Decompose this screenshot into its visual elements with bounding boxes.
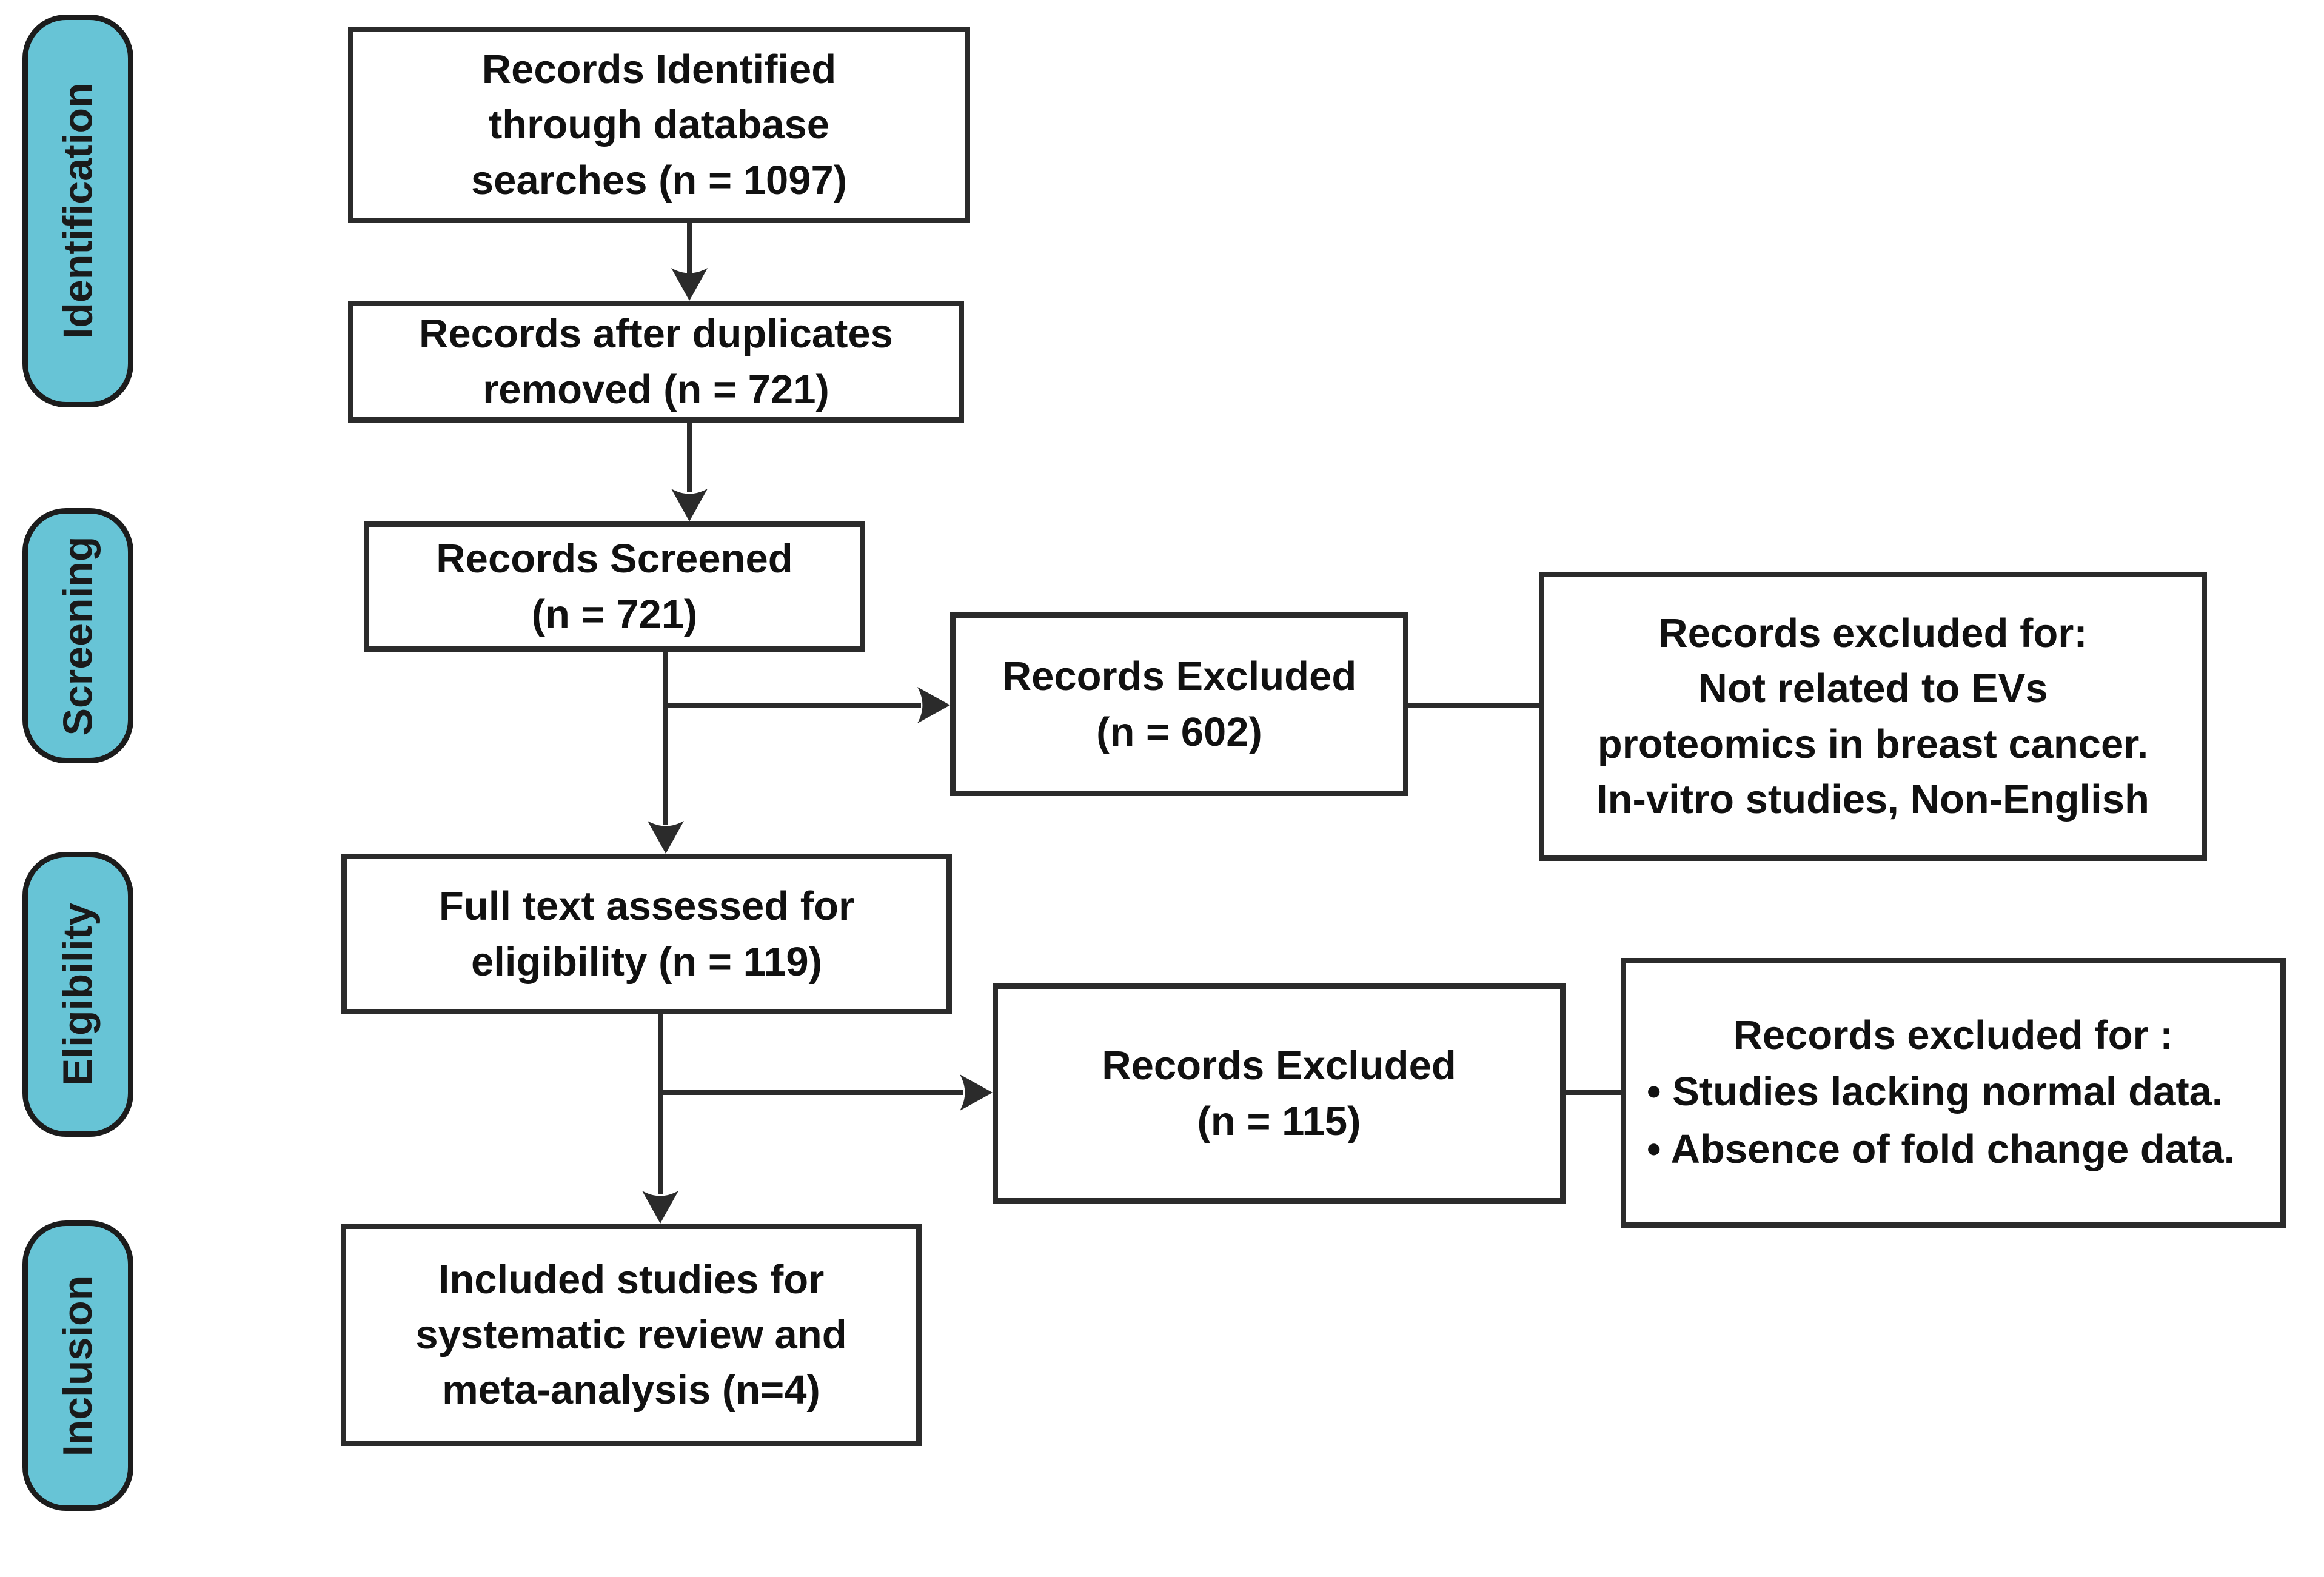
box-records-excluded-screening: Records Excluded (n = 602) (950, 612, 1408, 796)
connector-excluded-eligibility-to-reasons-line (1566, 1090, 1621, 1095)
connector-fulltext-to-included-line (658, 1014, 663, 1194)
box-exclusion-reasons-eligibility-heading: Records excluded for : (1733, 1012, 2174, 1058)
stage-badge-inclusion: Inclusion (22, 1220, 133, 1511)
connector-excluded-screening-to-reasons-line (1408, 703, 1539, 708)
stage-label-inclusion: Inclusion (55, 1275, 101, 1456)
box-records-identified: Records Identified through database sear… (348, 27, 970, 223)
box-full-text-assessed-text: Full text assessed for eligibility (n = … (438, 883, 855, 985)
arrowhead-right-excluded-eligibility (960, 1074, 993, 1111)
connector-duplicates-to-screened-line (687, 423, 692, 492)
connector-screened-to-fulltext-line (663, 652, 668, 825)
box-exclusion-reasons-eligibility: Records excluded for : • Studies lacking… (1621, 958, 2286, 1228)
box-records-screened-text: Records Screened (n = 721) (436, 536, 793, 637)
arrowhead-down-duplicates (671, 268, 708, 301)
box-duplicates-removed: Records after duplicates removed (n = 72… (348, 301, 964, 423)
box-records-screened: Records Screened (n = 721) (364, 521, 865, 652)
stage-badge-eligibility: Eligibility (22, 852, 133, 1137)
box-included-studies-text: Included studies for systematic review a… (415, 1256, 847, 1413)
connector-branch-to-excluded-screening-line (666, 703, 921, 708)
stage-badge-screening: Screening (22, 508, 133, 763)
arrowhead-down-fulltext (648, 821, 684, 854)
box-records-excluded-eligibility-text: Records Excluded (n = 115) (1102, 1043, 1456, 1144)
stage-label-screening: Screening (55, 536, 101, 735)
arrowhead-down-screened (671, 489, 708, 521)
connector-branch-to-excluded-eligibility-line (660, 1090, 963, 1095)
stage-label-identification: Identification (55, 82, 101, 340)
stage-label-eligibility: Eligibility (55, 902, 101, 1086)
box-records-excluded-screening-text: Records Excluded (n = 602) (1002, 654, 1357, 755)
box-duplicates-removed-text: Records after duplicates removed (n = 72… (419, 311, 893, 412)
arrowhead-down-included (642, 1191, 678, 1224)
box-exclusion-reasons-screening: Records excluded for: Not related to EVs… (1539, 572, 2207, 861)
box-records-identified-text: Records Identified through database sear… (470, 47, 848, 203)
box-exclusion-reasons-screening-text: Records excluded for: Not related to EVs… (1596, 611, 2149, 822)
stage-badge-identification: Identification (22, 15, 133, 407)
arrowhead-right-excluded-screening (917, 687, 950, 723)
box-exclusion-reasons-eligibility-bullets: • Studies lacking normal data. • Absence… (1647, 1068, 2235, 1173)
box-included-studies: Included studies for systematic review a… (341, 1224, 922, 1446)
connector-identified-to-duplicates-line (687, 223, 692, 274)
box-full-text-assessed: Full text assessed for eligibility (n = … (341, 854, 952, 1014)
box-records-excluded-eligibility: Records Excluded (n = 115) (993, 983, 1566, 1204)
